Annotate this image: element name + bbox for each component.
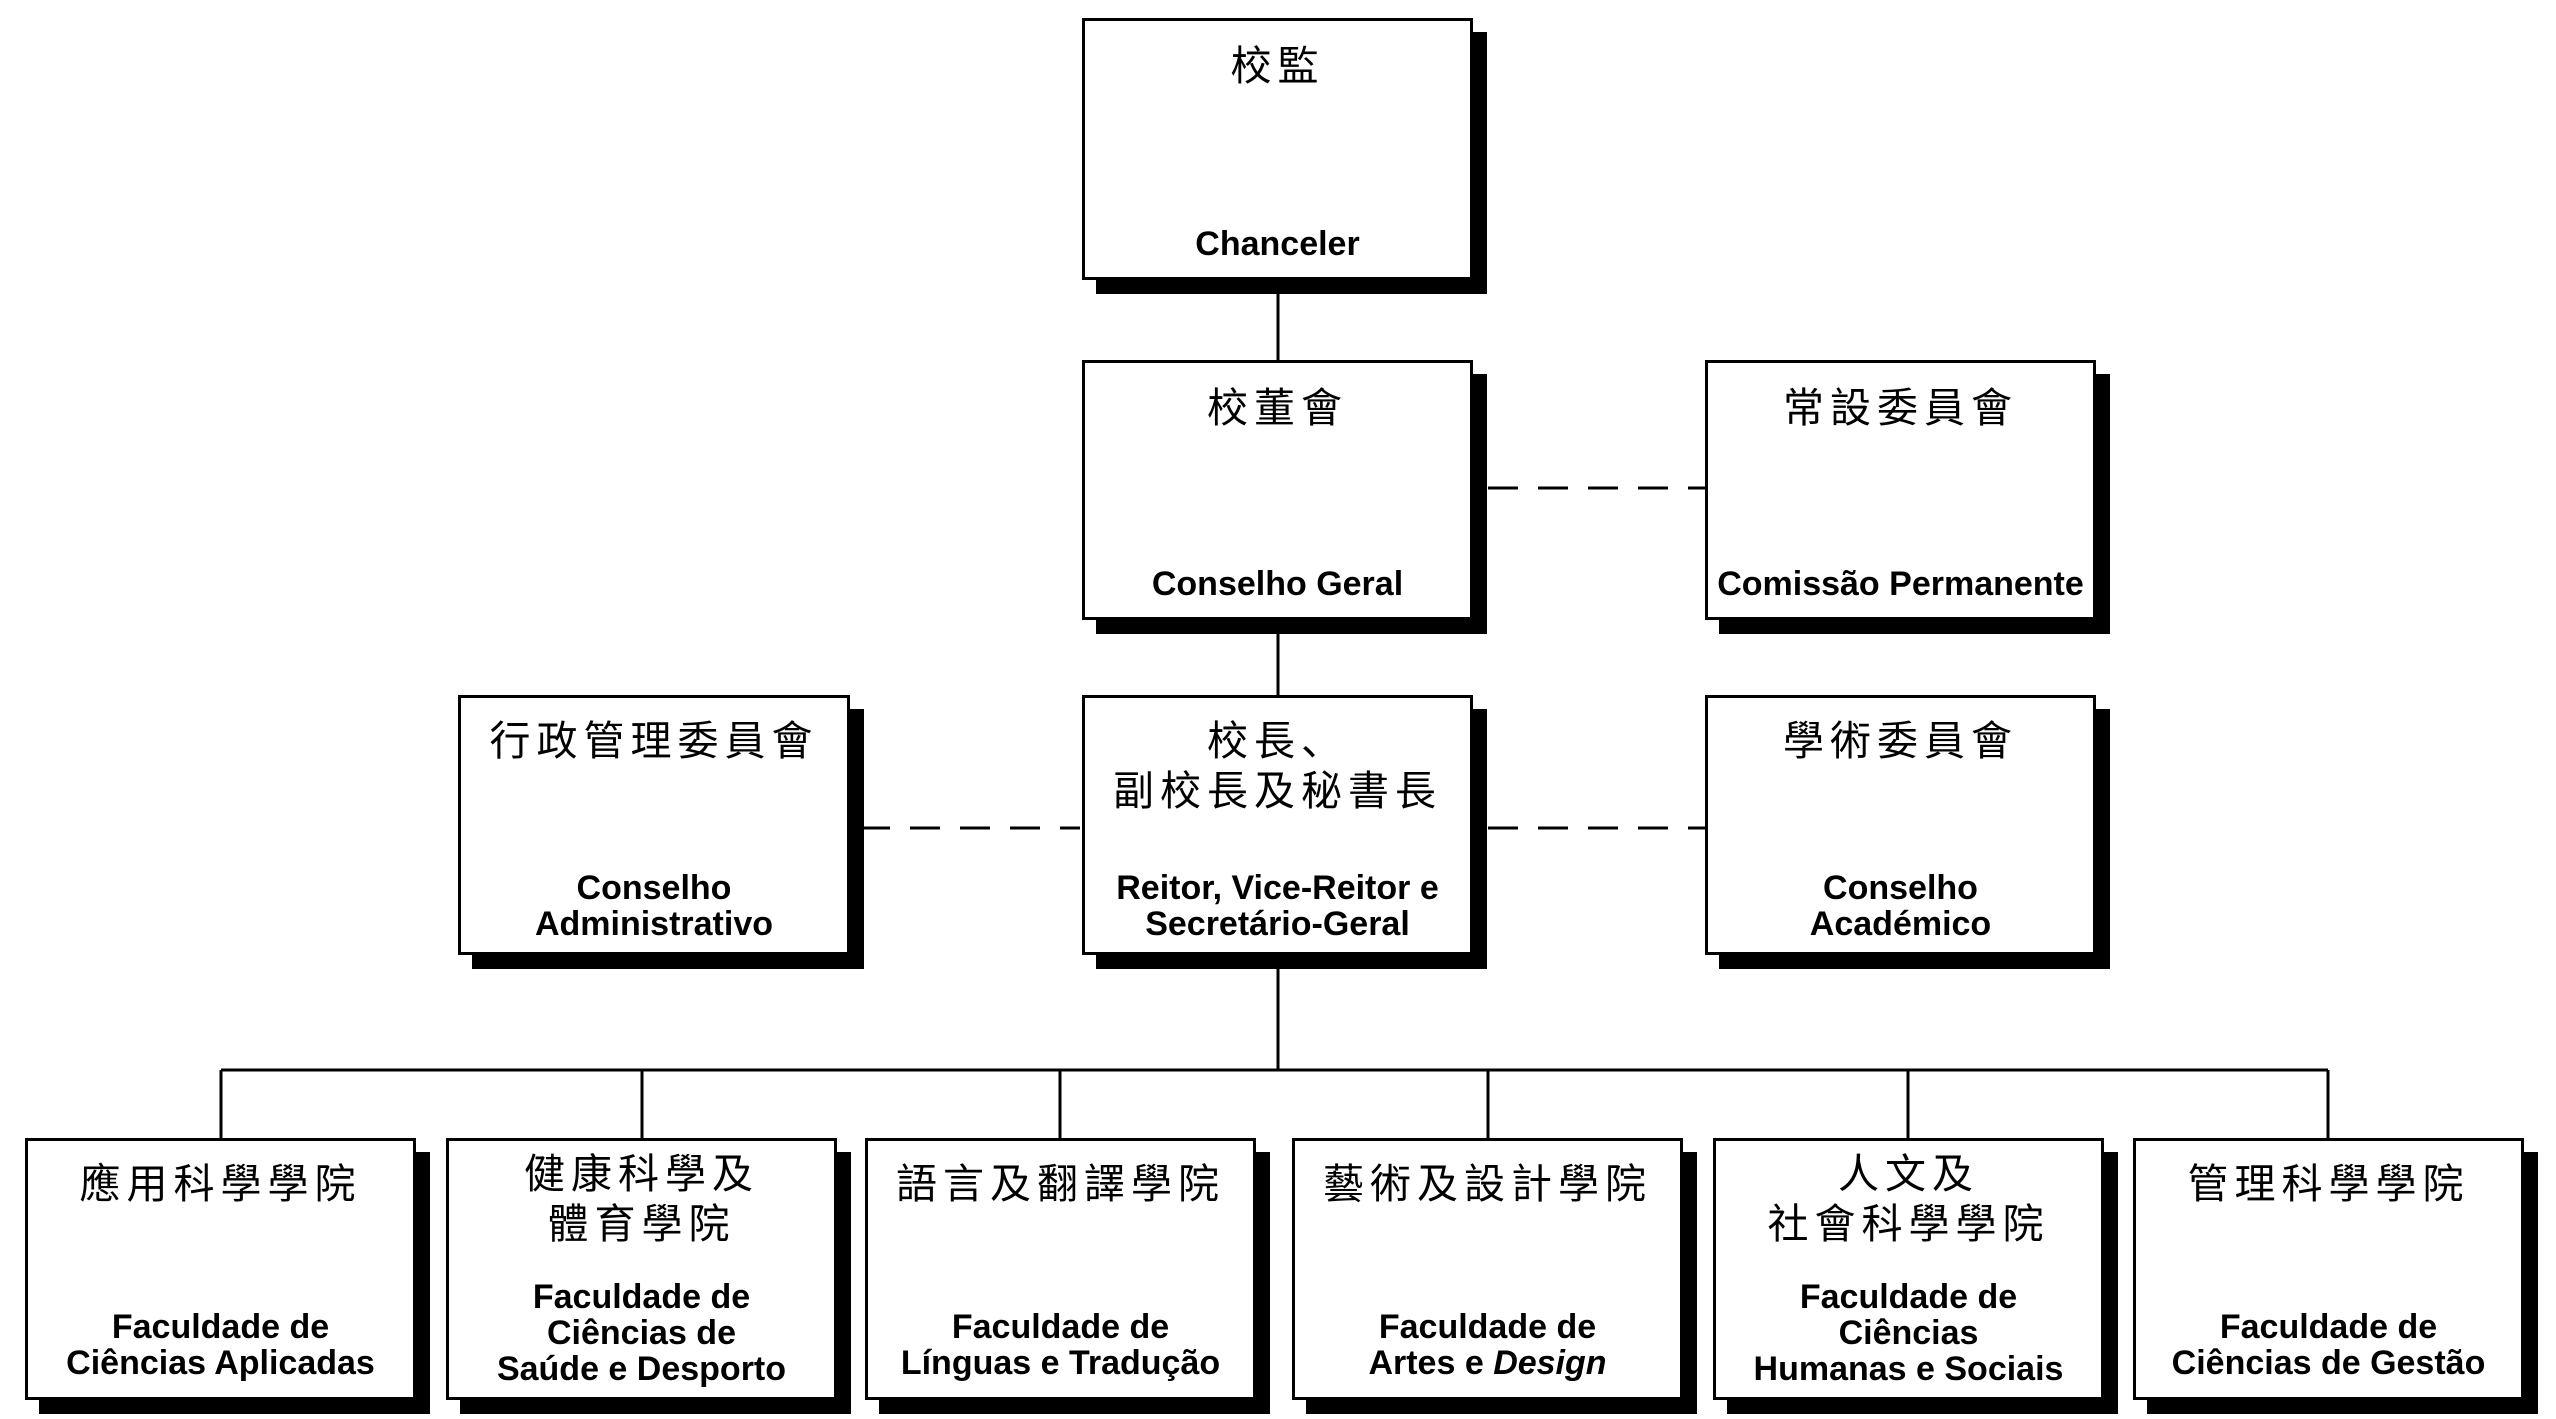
faculty-zh: 語言及翻譯學院	[868, 1159, 1253, 1209]
standing-committee-pt: Comissão Permanente	[1717, 565, 2084, 603]
faculty-pt-prefix: Artes e	[1368, 1344, 1494, 1382]
faculty-zh-line: 體育學院	[547, 1200, 736, 1248]
box-standing-committee: 常設委員會 Comissão Permanente	[1705, 360, 2096, 620]
box-faculty-arts-design: 藝術及設計學院 Faculdade de Artes e Design	[1292, 1138, 1683, 1400]
faculty-pt-line: Ciências Aplicadas	[66, 1344, 375, 1382]
rector-pt: Reitor, Vice-Reitor e Secretário-Geral	[1085, 870, 1470, 942]
general-council-pt: Conselho Geral	[1151, 565, 1404, 603]
rector-zh: 校長、 副校長及秘書長	[1085, 716, 1470, 816]
faculty-pt-line: Ciências de	[547, 1314, 736, 1352]
faculty-pt: Faculdade de Artes e Design	[1295, 1309, 1680, 1381]
box-chancellor: 校監 Chanceler	[1082, 18, 1473, 280]
faculty-zh-line: 健康科學及	[524, 1150, 759, 1198]
faculty-pt-line: Saúde e Desporto	[496, 1350, 787, 1388]
rector-pt-line: Secretário-Geral	[1145, 905, 1410, 943]
general-council-zh: 校董會	[1207, 384, 1348, 432]
faculty-pt-line: Faculdade de	[2219, 1308, 2438, 1346]
faculty-zh-line: 語言及翻譯學院	[896, 1160, 1225, 1208]
box-administrative-council: 行政管理委員會 Conselho Administrativo	[458, 695, 850, 955]
administrative-council-pt: Conselho Administrativo	[461, 870, 847, 942]
faculty-pt: Faculdade de Ciências Humanas e Sociais	[1716, 1279, 2101, 1387]
box-academic-council: 學術委員會 Conselho Académico	[1705, 695, 2096, 955]
faculty-zh: 藝術及設計學院	[1295, 1159, 1680, 1209]
chancellor-pt: Chanceler	[1195, 225, 1360, 263]
administrative-council-zh: 行政管理委員會	[489, 717, 819, 765]
faculty-pt: Faculdade de Línguas e Tradução	[868, 1309, 1253, 1381]
box-faculty-languages-translation: 語言及翻譯學院 Faculdade de Línguas e Tradução	[865, 1138, 1256, 1400]
faculty-pt-line: Ciências	[1838, 1314, 1979, 1352]
faculty-pt-line: Faculdade de	[532, 1278, 751, 1316]
faculty-pt-line: Faculdade de	[1378, 1308, 1597, 1346]
box-general-council: 校董會 Conselho Geral	[1082, 360, 1473, 620]
faculty-zh-line: 管理科學學院	[2187, 1160, 2470, 1208]
standing-committee-zh: 常設委員會	[1783, 384, 2018, 432]
faculty-zh: 人文及 社會科學學院	[1716, 1149, 2101, 1249]
box-faculty-applied-sciences: 應用科學學院 Faculdade de Ciências Aplicadas	[25, 1138, 416, 1400]
chancellor-zh: 校監	[1230, 42, 1325, 90]
faculty-zh: 管理科學學院	[2136, 1159, 2521, 1209]
administrative-council-pt-line: Conselho	[576, 869, 732, 907]
faculty-pt: Faculdade de Ciências de Saúde e Desport…	[449, 1279, 834, 1387]
faculty-zh-line: 社會科學學院	[1767, 1200, 2050, 1248]
rector-zh-line: 校長、	[1207, 717, 1348, 765]
faculty-zh-line: 應用科學學院	[79, 1160, 362, 1208]
academic-council-pt-line: Conselho	[1823, 869, 1978, 907]
box-faculty-health-sciences: 健康科學及 體育學院 Faculdade de Ciências de Saúd…	[446, 1138, 837, 1400]
faculty-pt-line: Línguas e Tradução	[900, 1344, 1221, 1382]
faculty-pt-line: Faculdade de	[951, 1308, 1170, 1346]
faculty-zh: 健康科學及 體育學院	[449, 1149, 834, 1249]
faculty-pt: Faculdade de Ciências Aplicadas	[28, 1309, 413, 1381]
academic-council-zh: 學術委員會	[1783, 717, 2018, 765]
faculty-zh-line: 藝術及設計學院	[1323, 1160, 1652, 1208]
box-faculty-humanities-social-sciences: 人文及 社會科學學院 Faculdade de Ciências Humanas…	[1713, 1138, 2104, 1400]
administrative-council-pt-line: Administrativo	[534, 905, 774, 943]
faculty-pt-italic: Design	[1493, 1344, 1607, 1382]
rector-zh-line: 副校長及秘書長	[1113, 767, 1442, 815]
rector-pt-line: Reitor, Vice-Reitor e	[1116, 869, 1439, 907]
academic-council-pt: Conselho Académico	[1708, 870, 2093, 942]
faculty-zh-line: 人文及	[1838, 1150, 1979, 1198]
box-faculty-management-sciences: 管理科學學院 Faculdade de Ciências de Gestão	[2133, 1138, 2524, 1400]
faculty-zh: 應用科學學院	[28, 1159, 413, 1209]
faculty-pt-line: Faculdade de	[1799, 1278, 2018, 1316]
box-rector: 校長、 副校長及秘書長 Reitor, Vice-Reitor e Secret…	[1082, 695, 1473, 955]
faculty-pt-line: Faculdade de	[111, 1308, 330, 1346]
faculty-pt-line: Humanas e Sociais	[1753, 1350, 2064, 1388]
faculty-pt-line: Ciências de Gestão	[2171, 1344, 2486, 1382]
academic-council-pt-line: Académico	[1809, 905, 1992, 943]
faculty-pt-line: Artes e Design	[1295, 1345, 1680, 1381]
faculty-pt: Faculdade de Ciências de Gestão	[2136, 1309, 2521, 1381]
